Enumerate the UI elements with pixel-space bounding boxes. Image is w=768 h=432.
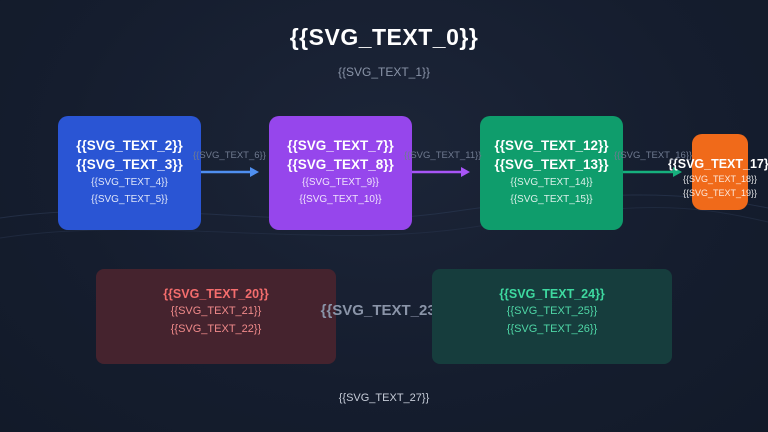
arrow-3-graphic [623,167,682,177]
node-title-secondary: {{SVG_TEXT_8}} [287,157,394,172]
node-detail: {{SVG_TEXT_19}} [682,188,758,198]
arrow-2-graphic [412,167,470,177]
node-title: {{SVG_TEXT_17}} [668,157,768,171]
comparison-divider-label: {{SVG_TEXT_23}} [320,302,448,319]
arrow-1-graphic [201,167,259,177]
arrow-2-label: {{SVG_TEXT_11}} [404,150,482,161]
panel-title: {{SVG_TEXT_20}} [163,287,269,301]
node-detail: {{SVG_TEXT_18}} [682,174,758,184]
process-node-4: {{SVG_TEXT_17}} {{SVG_TEXT_18}} {{SVG_TE… [668,134,768,210]
panel-detail: {{SVG_TEXT_21}} [170,305,262,317]
process-node-1: {{SVG_TEXT_2}} {{SVG_TEXT_3}} {{SVG_TEXT… [58,116,201,230]
diagram-title: {{SVG_TEXT_0}} [289,24,479,50]
node-title-secondary: {{SVG_TEXT_13}} [494,157,609,172]
process-node-3: {{SVG_TEXT_12}} {{SVG_TEXT_13}} {{SVG_TE… [480,116,623,230]
arrow-3-label: {{SVG_TEXT_16}} [614,150,693,161]
diagram-footer: {{SVG_TEXT_27}} [338,392,430,404]
node-detail: {{SVG_TEXT_10}} [299,194,382,205]
panel-detail: {{SVG_TEXT_26}} [506,323,598,335]
node-detail: {{SVG_TEXT_15}} [510,194,593,205]
node-title: {{SVG_TEXT_12}} [494,138,609,153]
panel-detail: {{SVG_TEXT_22}} [170,323,262,335]
comparison-panel-right: {{SVG_TEXT_24}} {{SVG_TEXT_25}} {{SVG_TE… [432,269,672,364]
node-detail: {{SVG_TEXT_5}} [91,194,168,205]
node-title: {{SVG_TEXT_7}} [287,138,394,153]
arrow-1-label: {{SVG_TEXT_6}} [193,150,266,161]
node-title: {{SVG_TEXT_2}} [76,138,183,153]
panel-title: {{SVG_TEXT_24}} [499,287,605,301]
node-title-secondary: {{SVG_TEXT_3}} [76,157,183,172]
node-detail: {{SVG_TEXT_4}} [91,177,168,188]
node-detail: {{SVG_TEXT_14}} [510,177,593,188]
process-node-2: {{SVG_TEXT_7}} {{SVG_TEXT_8}} {{SVG_TEXT… [269,116,412,230]
node-detail: {{SVG_TEXT_9}} [302,177,379,188]
comparison-panel-left: {{SVG_TEXT_20}} {{SVG_TEXT_21}} {{SVG_TE… [96,269,336,364]
diagram-subtitle: {{SVG_TEXT_1}} [337,65,431,79]
panel-detail: {{SVG_TEXT_25}} [506,305,598,317]
